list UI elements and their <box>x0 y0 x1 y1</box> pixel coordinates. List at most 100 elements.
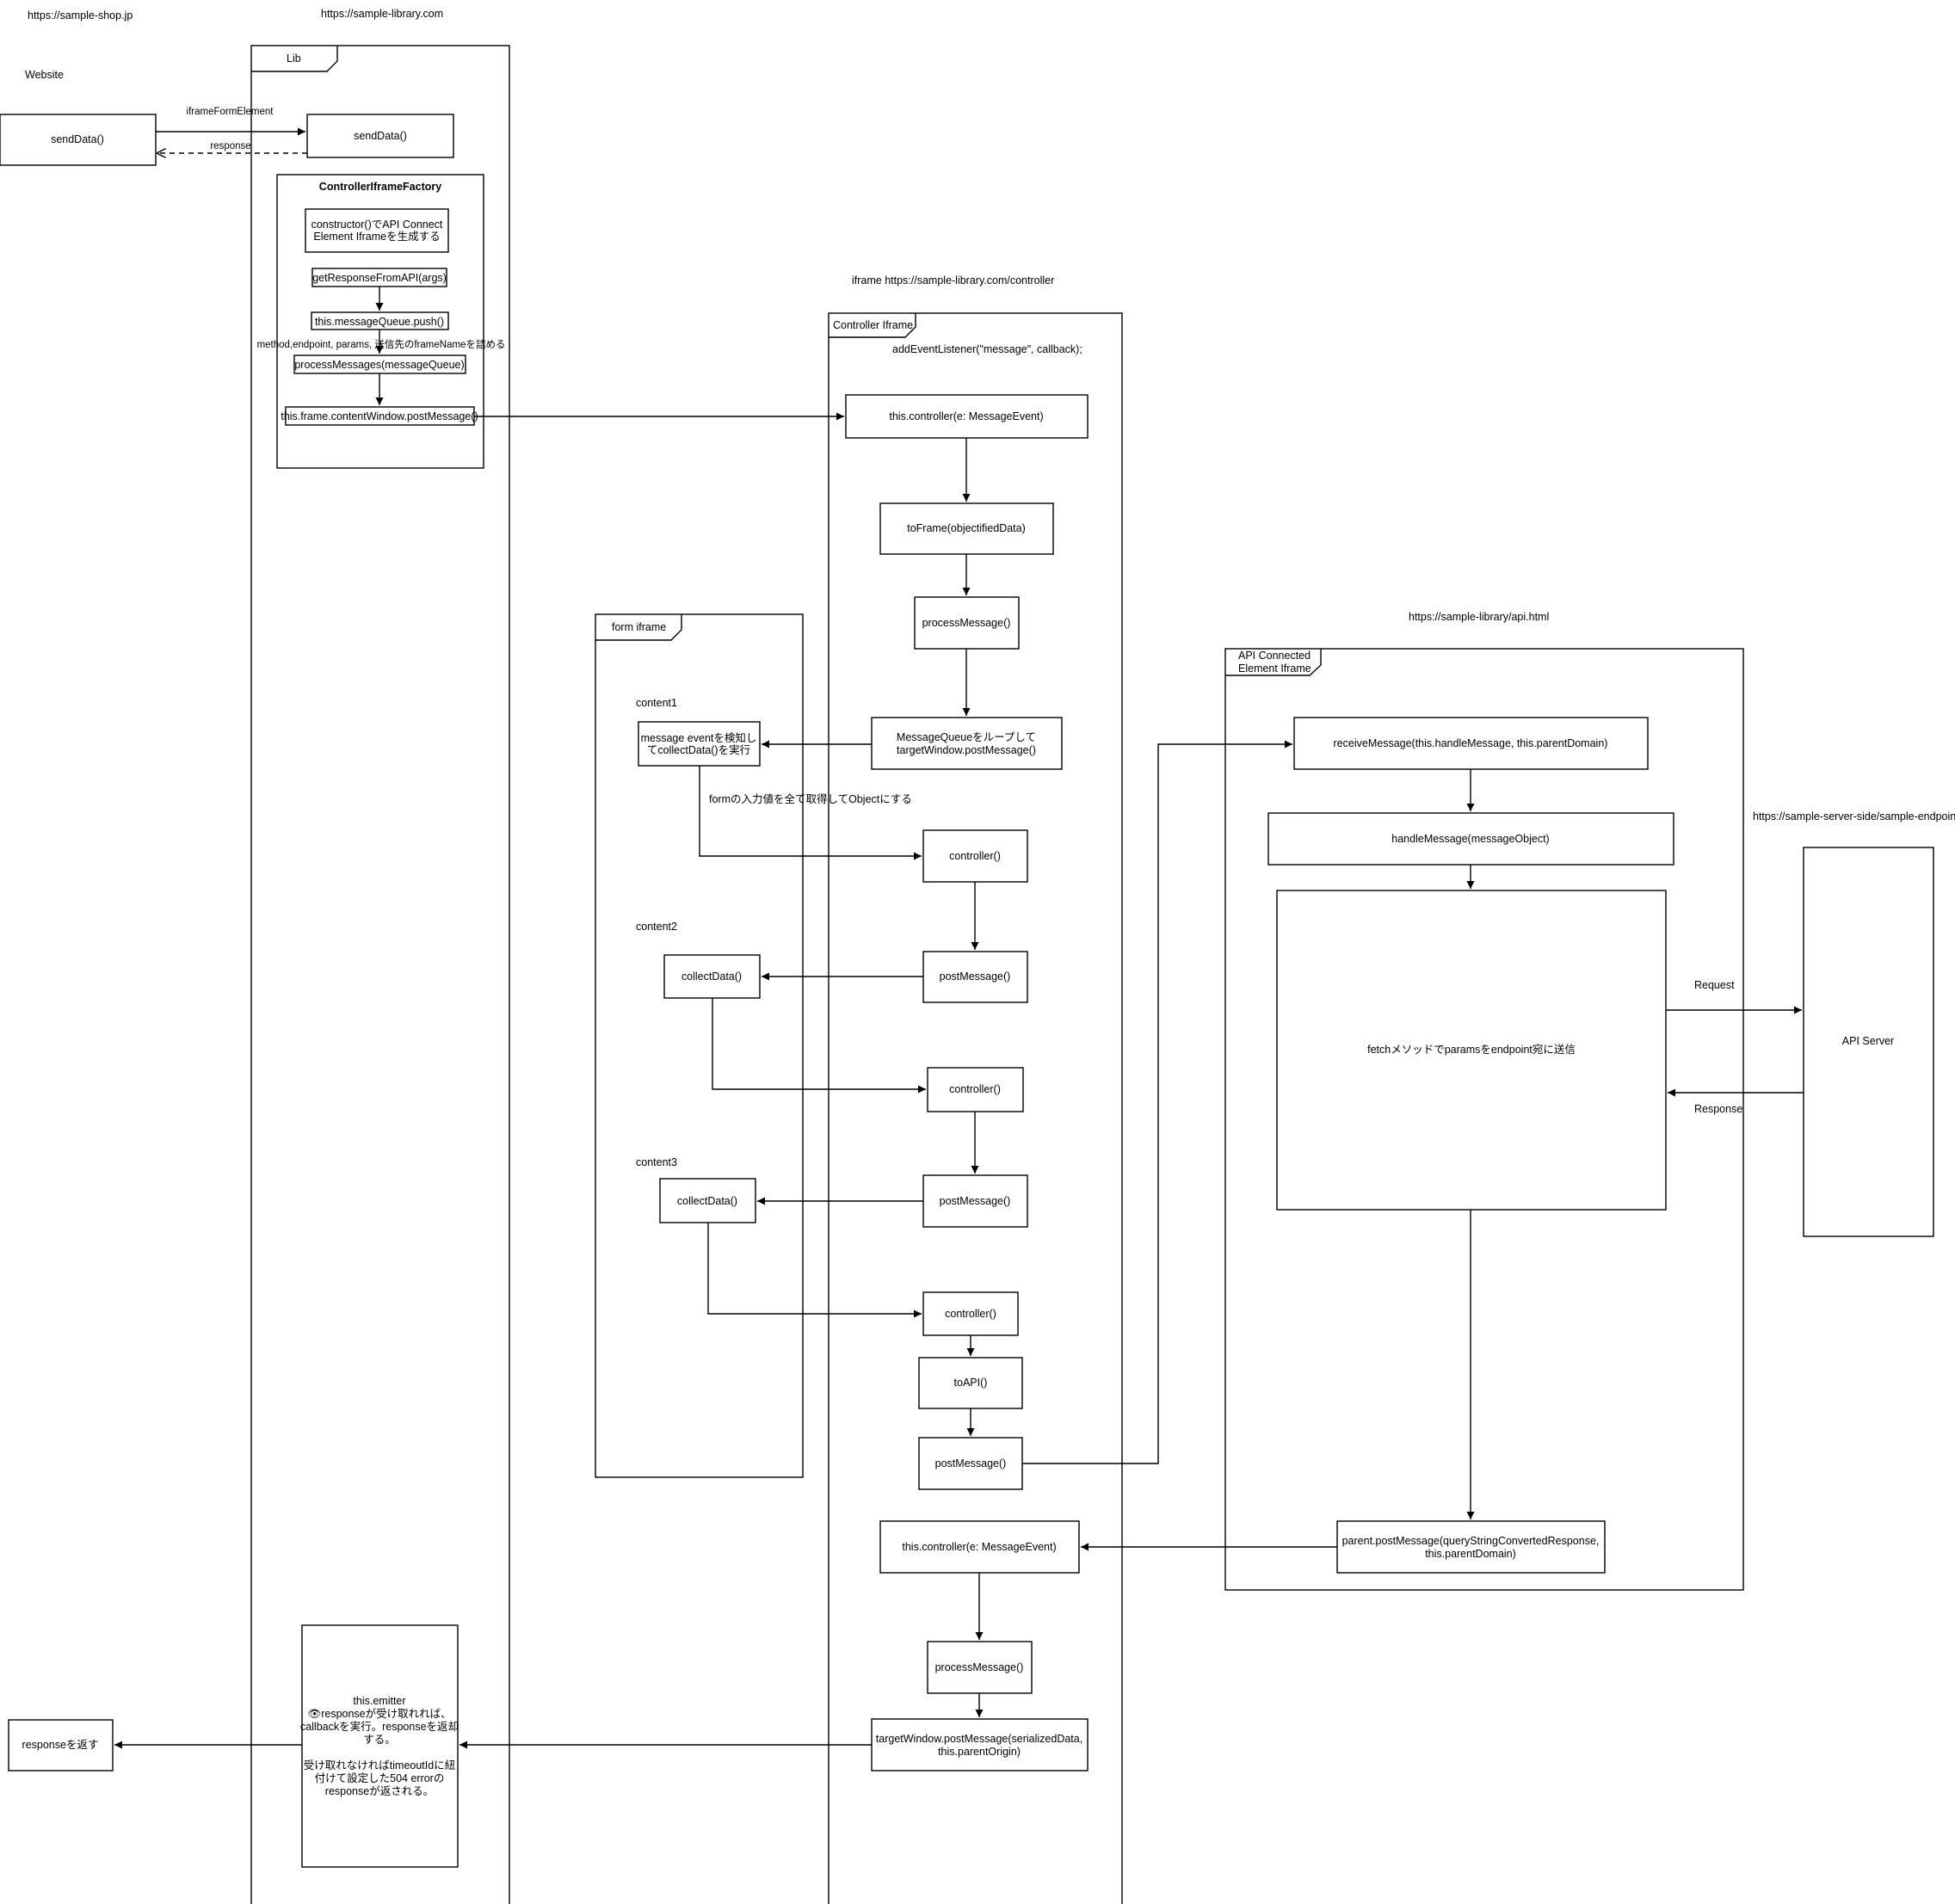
api-iframe-frame <box>1224 648 1744 1591</box>
lib-frame <box>250 45 510 1904</box>
post-message-label-1: postMessage() <box>940 970 1011 983</box>
response-label: Response <box>1694 1103 1742 1115</box>
api-iframe-frame-label-line1: API Connected <box>1238 650 1311 662</box>
response-return-label: responseを返す <box>22 1739 99 1751</box>
process-message-label: processMessage() <box>922 617 1011 629</box>
controller-fn-box-2 <box>927 1067 1024 1112</box>
queue-note-label: method,endpoint, params, 送信先のframeNameを詰… <box>257 338 506 350</box>
factory-title: ControllerIframeFactory <box>319 181 441 193</box>
lib-frame-label: Lib <box>287 52 301 65</box>
website-label: Website <box>25 69 64 81</box>
emitter-line7: 付けて設定した504 errorの <box>315 1772 445 1784</box>
content2-label: content2 <box>636 921 677 933</box>
api-iframe-frame-tab <box>1225 649 1322 676</box>
post-message-box-2 <box>922 1174 1028 1228</box>
emitter-box <box>301 1624 459 1868</box>
parent-post-message-label-line2: this.parentDomain) <box>1425 1548 1516 1560</box>
website-send-data-label: sendData() <box>51 133 104 145</box>
post-message-box-3 <box>918 1437 1023 1490</box>
handle-message-box <box>1267 812 1674 866</box>
controller-event-box-2 <box>879 1520 1080 1574</box>
to-api-box <box>918 1357 1023 1409</box>
detect-message-box <box>638 721 761 767</box>
emitter-line1: this.emitter <box>353 1695 405 1707</box>
library-domain-label: https://sample-library.com <box>321 8 443 20</box>
server-domain-label: https://sample-server-side/sample-endpoi… <box>1753 810 1955 823</box>
fetch-box <box>1276 890 1667 1211</box>
content1-label: content1 <box>636 697 677 709</box>
controller-fn-label-2: controller() <box>949 1083 1001 1095</box>
lib-send-data-label: sendData() <box>354 130 407 142</box>
target-post-message-label-line1: targetWindow.postMessage(serializedData, <box>876 1733 1082 1745</box>
to-frame-label: toFrame(objectifiedData) <box>907 522 1026 534</box>
api-html-domain-label: https://sample-library/api.html <box>1409 611 1549 623</box>
controller-domain-label: iframe https://sample-library.com/contro… <box>852 274 1054 287</box>
emitter-line8: responseが返される。 <box>325 1784 434 1797</box>
edge-detect-to-controller1 <box>699 766 922 860</box>
controller-event-box <box>845 394 1089 439</box>
emitter-line3: callbackを実行。responseを返却 <box>300 1720 459 1733</box>
parent-post-message-label-line1: parent.postMessage(queryStringConvertedR… <box>1342 1535 1600 1547</box>
response-edge-label: response <box>210 141 250 151</box>
to-api-label: toAPI() <box>954 1377 988 1389</box>
form-iframe-frame <box>595 613 804 1478</box>
website-send-data-box <box>0 114 157 166</box>
post-message-box-1 <box>922 951 1028 1003</box>
handle-message-label: handleMessage(messageObject) <box>1391 833 1549 845</box>
process-message-label-2: processMessage() <box>935 1661 1024 1673</box>
lib-frame-tab <box>251 46 338 72</box>
emitter-line6: 受け取れなければtimeoutIdに紐 <box>304 1759 455 1772</box>
receive-message-label: receiveMessage(this.handleMessage, this.… <box>1334 737 1608 749</box>
receive-message-box <box>1293 717 1649 770</box>
controller-iframe-frame-label: Controller Iframe <box>833 319 913 331</box>
controller-event-label-2: this.controller(e: MessageEvent) <box>902 1541 1056 1553</box>
response-return-box <box>8 1719 114 1772</box>
parent-post-message-box <box>1336 1520 1606 1574</box>
target-post-message-box <box>871 1718 1089 1772</box>
controller-fn-box-3 <box>922 1291 1019 1336</box>
process-message-box <box>914 596 1020 650</box>
api-server-label: API Server <box>1842 1035 1894 1047</box>
edge-post3-to-receive <box>1022 740 1292 1464</box>
emitter-line2: 👁responseが受け取れれば、 <box>307 1707 451 1720</box>
detect-message-label-line1: message eventを検知し <box>641 732 757 744</box>
message-queue-push-label: this.messageQueue.push() <box>315 316 444 328</box>
collect-data-box-1 <box>663 954 761 999</box>
fetch-label: fetchメソッドでparamsをendpoint宛に送信 <box>1367 1043 1576 1056</box>
queue-loop-label-line1: MessageQueueをループして <box>897 731 1036 743</box>
controller-iframe-frame <box>828 312 1123 1904</box>
collect-data-label-2: collectData() <box>677 1195 737 1207</box>
constructor-box <box>305 208 449 253</box>
edges <box>114 127 1804 1749</box>
get-response-label: getResponseFromAPI(args) <box>312 272 447 284</box>
controller-iframe-frame-tab <box>829 313 916 338</box>
lib-send-data-box <box>306 114 454 158</box>
process-message-box-2 <box>927 1641 1033 1694</box>
constructor-label-line1: constructor()でAPI Connect <box>311 219 443 231</box>
emitter-line4: する。 <box>363 1734 396 1746</box>
shop-domain-label: https://sample-shop.jp <box>28 9 133 22</box>
detect-message-label-line2: てcollectData()を実行 <box>647 743 750 756</box>
process-messages-label: processMessages(messageQueue) <box>294 359 464 371</box>
content-window-post-message-label: this.frame.contentWindow.postMessage() <box>281 410 478 422</box>
api-server-box <box>1803 847 1934 1237</box>
controller-fn-label-1: controller() <box>949 850 1001 862</box>
api-iframe-frame-label-line2: Element Iframe <box>1238 662 1311 675</box>
form-iframe-frame-tab <box>595 614 682 641</box>
post-message-label-2: postMessage() <box>940 1195 1011 1207</box>
request-label: Request <box>1694 979 1735 991</box>
controller-event-label: this.controller(e: MessageEvent) <box>889 410 1043 422</box>
constructor-label-line2: Element Iframeを生成する <box>313 231 440 243</box>
queue-loop-label-line2: targetWindow.postMessage() <box>897 744 1036 756</box>
form-note-label: formの入力値を全て取得してObjectにする <box>709 792 912 805</box>
form-iframe-frame-label: form iframe <box>612 621 666 633</box>
post-message-label-3: postMessage() <box>935 1457 1007 1470</box>
iframe-form-element-edge-label: iframeFormElement <box>187 107 274 117</box>
controller-fn-box-1 <box>922 829 1028 883</box>
queue-loop-box <box>871 717 1063 770</box>
target-post-message-label-line2: this.parentOrigin) <box>938 1746 1021 1758</box>
collect-data-label-1: collectData() <box>681 970 742 983</box>
content3-label: content3 <box>636 1156 677 1168</box>
edge-collect1-to-controller2 <box>712 998 926 1094</box>
